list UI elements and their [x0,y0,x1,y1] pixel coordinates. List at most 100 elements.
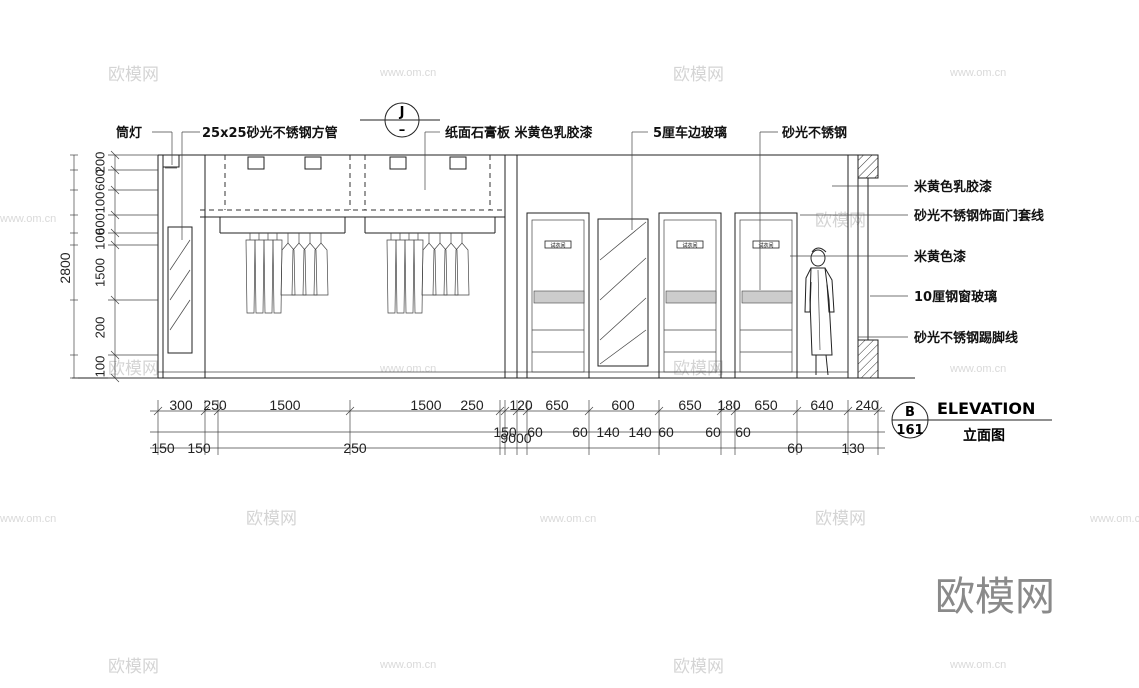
watermark-url: www.om.cn [0,513,56,525]
door-sign: 试衣间 [550,242,565,249]
jacket [280,242,296,296]
dim-label-row1: 600 [611,397,635,413]
watermark-text: 欧模网 [108,359,159,379]
jacket [291,242,307,296]
dim-segment-label: 600 [92,169,107,191]
watermark-url: www.om.cn [0,213,56,225]
watermark-url: www.om.cn [379,659,436,671]
watermark-text: 欧模网 [673,359,724,379]
jacket [421,242,437,296]
label-beige-paint: 米黄色漆 [914,249,966,265]
dim-label-row2: 140 [628,424,652,440]
full-length-mirror [597,218,649,367]
label-latex-paint: 米黄色乳胶漆 [914,179,992,195]
label-beveled-glass: 5厘车边玻璃 [653,125,727,141]
trousers [272,239,283,314]
elevation-outline [72,154,915,379]
watermark-text: 欧模网 [108,657,159,677]
watermark-text: 欧模网 [673,657,724,677]
dim-segment-label: 100 [92,192,107,214]
leader-lines [152,131,908,338]
dim-label-row1: 250 [460,397,484,413]
sheet-letter: B [905,405,915,420]
jacket [443,242,459,296]
label-downlight: 筒灯 [116,125,142,141]
right-annotations: 米黄色乳胶漆 砂光不锈钢饰面门套线 米黄色漆 10厘钢窗玻璃 砂光不锈钢踢脚线 [913,179,1044,346]
watermark-url: www.om.cn [379,363,436,375]
mannequin-figure [804,247,835,376]
trousers [263,239,274,314]
dim-label-row1: 640 [810,397,834,413]
fitting-room-door: 试衣间 [658,212,722,379]
jacket [432,242,448,296]
jacket [302,242,318,296]
sheet-number: 161 [896,423,923,438]
dim-label-row1: 650 [545,397,569,413]
dim-label-row1: 650 [678,397,702,413]
fitting-room-doors: 试衣间 试衣间 试衣间 [526,212,798,379]
top-annotations: 筒灯 25x25砂光不锈钢方管 纸面石膏板 米黄色乳胶漆 5厘车边玻璃 砂光不锈… [116,125,847,141]
label-skirting: 砂光不锈钢踢脚线 [913,330,1018,346]
section-letter: J [399,105,405,120]
dim-label-row2: 60 [705,424,721,440]
label-window-glass: 10厘钢窗玻璃 [914,289,997,305]
dim-label-row3: 60 [787,440,803,456]
dim-segment-label: 200 [92,152,107,174]
dim-segment-label: 1500 [92,258,107,287]
trousers [404,239,415,314]
clothes-racks [245,233,470,314]
watermark-logo: 欧模网 [935,574,1055,620]
section-marker: J – [360,102,440,138]
jacket [454,242,470,296]
dim-label-row1: 250 [203,397,227,413]
dim-total-width: 9000 [500,430,531,446]
watermark-url: www.om.cn [1089,513,1139,525]
watermark-text: 欧模网 [246,509,297,529]
dim-segment-label: 100 [92,228,107,250]
title-cn: 立面图 [963,427,1005,444]
label-steel-tube: 25x25砂光不锈钢方管 [202,125,338,141]
jacket [313,242,329,296]
watermark-url: www.om.cn [539,513,596,525]
watermark-url: www.om.cn [949,659,1006,671]
dim-label-row1: 1500 [269,397,300,413]
title-block: B 161 ELEVATION 立面图 [891,399,1052,444]
door-sign: 试衣间 [682,242,697,249]
dim-label-row3: 150 [187,440,211,456]
watermark-url: www.om.cn [949,67,1006,79]
watermark-url: www.om.cn [379,67,436,79]
door-sign: 试衣间 [758,242,773,249]
watermark-layer: 欧模网 www.om.cn 欧模网 www.om.cn www.om.cn 欧模… [0,65,1139,677]
watermark-text: 欧模网 [673,65,724,85]
dim-label-row3: 130 [841,440,865,456]
trousers [395,239,406,314]
title-en: ELEVATION [937,399,1035,418]
dim-segment-label: 100 [92,356,107,378]
dim-label-row1: 300 [169,397,193,413]
wall-mirror [167,226,193,354]
label-gypsum-board: 纸面石膏板 米黄色乳胶漆 [445,125,593,141]
dim-label-row3: 150 [151,440,175,456]
dim-segment-label: 600 [92,213,107,235]
trousers [254,239,265,314]
dim-label-row1: 650 [754,397,778,413]
label-door-trim: 砂光不锈钢饰面门套线 [913,208,1044,224]
label-brushed-steel: 砂光不锈钢 [781,125,847,141]
dim-label-row1: 1500 [410,397,441,413]
dim-label-row1: 120 [509,397,533,413]
watermark-text: 欧模网 [815,211,866,231]
trousers [245,239,256,314]
dim-label-row3: 250 [343,440,367,456]
trousers [413,239,424,314]
ceiling-frames [200,155,505,378]
dim-label-row2: 60 [527,424,543,440]
watermark-url: www.om.cn [949,363,1006,375]
dim-overall-height: 2800 [57,252,73,283]
trousers [386,239,397,314]
dim-label-row2: 140 [596,424,620,440]
watermark-text: 欧模网 [815,509,866,529]
